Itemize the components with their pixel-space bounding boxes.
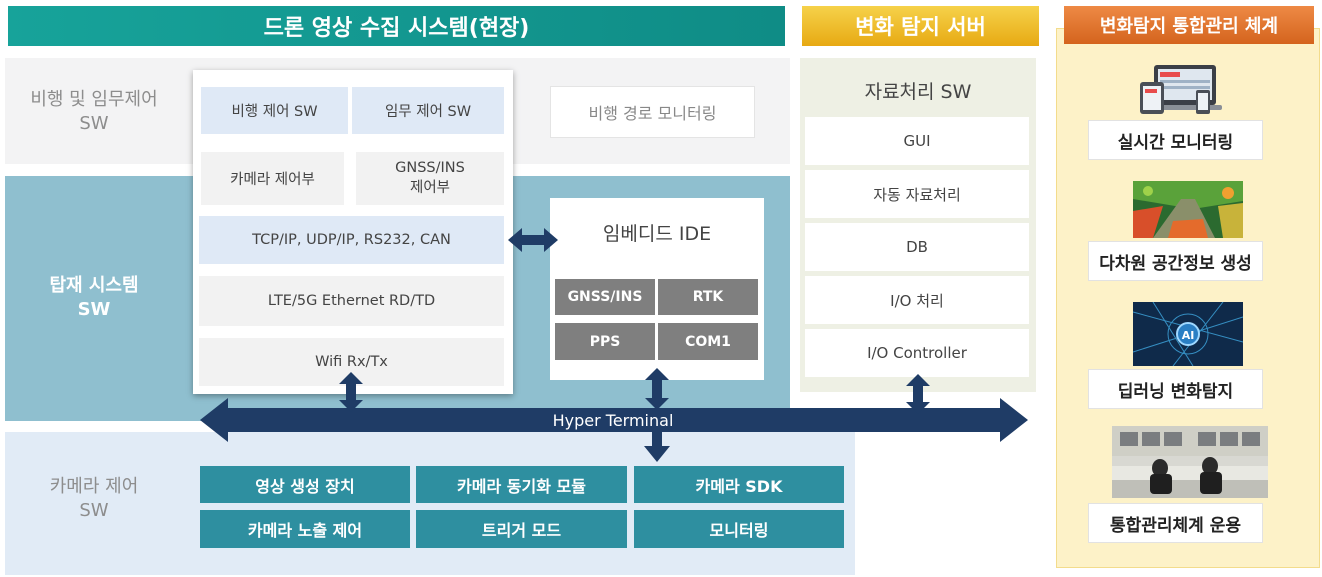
flight-control-sw: 비행 제어 SW xyxy=(201,87,348,134)
svg-text:AI: AI xyxy=(1182,329,1195,342)
server-io-controller: I/O Controller xyxy=(805,329,1029,377)
camera-sw-label: 카메라 제어 SW xyxy=(8,473,180,525)
devices-icon xyxy=(1138,62,1226,116)
camera-exposure-control: 카메라 노출 제어 xyxy=(200,510,410,548)
onboard-sw-label: 탑재 시스템 SW xyxy=(8,272,180,324)
flight-sw-label-line2: SW xyxy=(79,113,109,134)
data-processing-sw-title: 자료처리 SW xyxy=(864,80,972,103)
terrain-map-icon xyxy=(1133,181,1243,238)
server-header: 변화 탐지 서버 xyxy=(802,6,1039,46)
control-room-icon xyxy=(1112,426,1268,498)
mgmt-header: 변화탐지 통합관리 체계 xyxy=(1064,6,1314,44)
camera-sw-label-line2: SW xyxy=(79,500,109,521)
gnss-ins-line2: 제어부 xyxy=(409,180,451,196)
server-db: DB xyxy=(805,223,1029,271)
ide-gnss-ins: GNSS/INS xyxy=(555,279,655,315)
camera-sw-band xyxy=(5,432,855,575)
card-ide-arrow xyxy=(508,228,558,252)
camera-sync-module: 카메라 동기화 모듈 xyxy=(416,466,627,503)
mission-control-sw: 임무 제어 SW xyxy=(352,87,504,134)
flight-sw-label: 비행 및 임무제어 SW xyxy=(8,86,180,138)
hyper-terminal-label: Hyper Terminal xyxy=(552,410,674,430)
server-auto-processing: 자동 자료처리 xyxy=(805,170,1029,218)
flight-sw-label-line1: 비행 및 임무제어 xyxy=(30,89,158,110)
camera-sw-label-line1: 카메라 제어 xyxy=(49,476,139,497)
monitoring: 모니터링 xyxy=(634,510,844,548)
drone-system-header: 드론 영상 수집 시스템(현장) xyxy=(8,6,785,46)
ide-com1: COM1 xyxy=(658,323,758,360)
server-io-processing: I/O 처리 xyxy=(805,276,1029,324)
server-gui: GUI xyxy=(805,117,1029,165)
server-bus-arrow xyxy=(906,374,930,414)
camera-sdk: 카메라 SDK xyxy=(634,466,844,503)
flight-path-monitoring: 비행 경로 모니터링 xyxy=(550,86,755,138)
camera-control-unit: 카메라 제어부 xyxy=(201,152,344,205)
ide-rtk: RTK xyxy=(658,279,758,315)
ide-pps: PPS xyxy=(555,323,655,360)
trigger-mode: 트리거 모드 xyxy=(416,510,627,548)
integrated-mgmt-operation: 통합관리체계 운용 xyxy=(1088,503,1263,543)
gnss-ins-line1: GNSS/INS xyxy=(395,160,465,176)
multidim-spatial-info: 다차원 공간정보 생성 xyxy=(1088,241,1263,281)
onboard-sw-label-line2: SW xyxy=(77,299,111,320)
deep-learning-change-detection: 딥러닝 변화탐지 xyxy=(1088,369,1263,409)
lte-ethernet: LTE/5G Ethernet RD/TD xyxy=(199,276,504,326)
embedded-ide-title: 임베디드 IDE xyxy=(602,222,712,245)
ide-bus-arrow xyxy=(645,368,669,410)
ai-network-icon: AI xyxy=(1133,302,1243,366)
camera-down-arrow xyxy=(644,432,670,462)
hyper-terminal-bus-arrow xyxy=(200,398,1028,442)
onboard-sw-label-line1: 탑재 시스템 xyxy=(49,275,139,296)
realtime-monitoring: 실시간 모니터링 xyxy=(1088,120,1263,160)
wifi-bus-arrow xyxy=(339,372,363,412)
protocol-stack: TCP/IP, UDP/IP, RS232, CAN xyxy=(199,216,504,264)
image-generation-device: 영상 생성 장치 xyxy=(200,466,410,503)
gnss-ins-control-unit: GNSS/INS 제어부 xyxy=(356,152,504,205)
